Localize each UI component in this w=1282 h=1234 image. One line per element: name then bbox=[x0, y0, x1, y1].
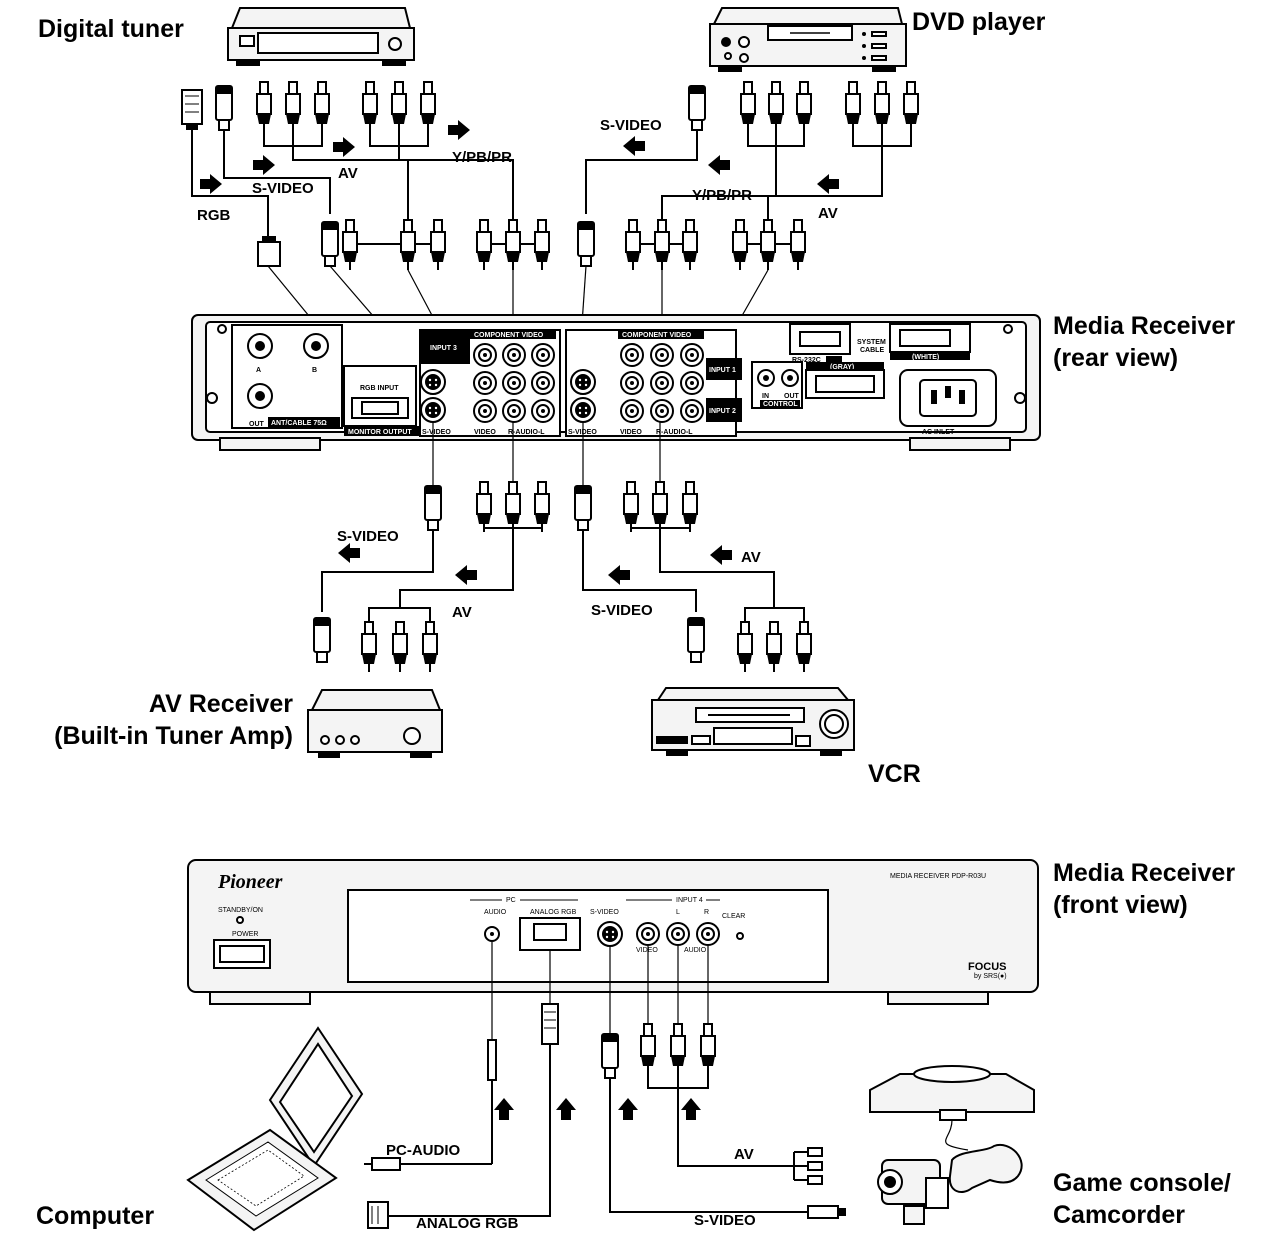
component-cable-label-tuner: Y/PB/PR bbox=[452, 149, 512, 166]
analog-rgb-cable-label: ANALOG RGB bbox=[416, 1215, 519, 1232]
pc-audio-cable-label: PC-AUDIO bbox=[386, 1142, 460, 1159]
svg-text:INPUT 1: INPUT 1 bbox=[709, 367, 736, 374]
av-receiver-icon bbox=[308, 690, 442, 758]
svg-text:L: L bbox=[676, 909, 680, 916]
svg-text:A: A bbox=[256, 367, 261, 374]
svg-text:R-AUDIO-L: R-AUDIO-L bbox=[656, 429, 693, 436]
svg-text:ANALOG RGB: ANALOG RGB bbox=[530, 909, 577, 916]
svg-text:SYSTEM: SYSTEM bbox=[857, 339, 886, 346]
svg-text:CONTROL: CONTROL bbox=[763, 401, 798, 408]
svg-text:S-VIDEO: S-VIDEO bbox=[422, 429, 451, 436]
rgb-cable-label: RGB bbox=[197, 207, 231, 224]
svg-text:CABLE: CABLE bbox=[860, 347, 884, 354]
component-cable-label-dvd: Y/PB/PR bbox=[692, 187, 752, 204]
computer-label: Computer bbox=[36, 1202, 154, 1230]
game-console-label-2: Camcorder bbox=[1053, 1201, 1185, 1229]
laptop-icon bbox=[188, 1028, 362, 1230]
media-receiver-rear-panel: A B OUT ANT/CABLE 75Ω RGB INPUT MONITOR … bbox=[192, 315, 1040, 450]
svg-text:MEDIA RECEIVER PDP-R03U: MEDIA RECEIVER PDP-R03U bbox=[890, 873, 986, 880]
av-cable-label-av: AV bbox=[452, 604, 472, 621]
av-cable-label-vcr: AV bbox=[741, 549, 761, 566]
svg-text:VIDEO: VIDEO bbox=[620, 429, 642, 436]
vcr-label: VCR bbox=[868, 760, 921, 788]
media-receiver-front-label-1: Media Receiver bbox=[1053, 859, 1235, 887]
svg-text:CLEAR: CLEAR bbox=[722, 913, 745, 920]
svg-text:COMPONENT VIDEO: COMPONENT VIDEO bbox=[622, 332, 692, 339]
svg-text:OUT: OUT bbox=[249, 421, 265, 428]
svideo-cable-label-av: S-VIDEO bbox=[337, 528, 399, 545]
svg-text:OUT: OUT bbox=[784, 393, 800, 400]
svg-text:IN: IN bbox=[762, 393, 769, 400]
svg-text:AUDIO: AUDIO bbox=[484, 909, 507, 916]
svg-text:RGB INPUT: RGB INPUT bbox=[360, 385, 399, 392]
media-receiver-front-label-2: (front view) bbox=[1053, 891, 1188, 919]
svg-text:STANDBY/ON: STANDBY/ON bbox=[218, 907, 263, 914]
svideo-cable-label-tuner: S-VIDEO bbox=[252, 180, 314, 197]
vcr-icon bbox=[652, 688, 854, 756]
digital-tuner-cables bbox=[182, 82, 549, 270]
svg-text:VIDEO: VIDEO bbox=[636, 947, 658, 954]
svg-text:INPUT 3: INPUT 3 bbox=[430, 345, 457, 352]
media-receiver-front-panel: Pioneer MEDIA RECEIVER PDP-R03U STANDBY/… bbox=[188, 860, 1038, 1004]
svideo-cable-label-dvd: S-VIDEO bbox=[600, 117, 662, 134]
camcorder-icon bbox=[878, 1160, 948, 1224]
dvd-player-icon bbox=[710, 8, 906, 72]
svg-text:Pioneer: Pioneer bbox=[217, 871, 283, 893]
svg-text:INPUT 4: INPUT 4 bbox=[676, 897, 703, 904]
svg-text:AC INLET: AC INLET bbox=[922, 429, 955, 436]
dvd-cables bbox=[578, 82, 918, 270]
dvd-player-label: DVD player bbox=[912, 8, 1046, 36]
svg-text:MONITOR OUTPUT: MONITOR OUTPUT bbox=[348, 429, 412, 436]
media-receiver-rear-label-2: (rear view) bbox=[1053, 344, 1178, 372]
svg-text:by SRS(●): by SRS(●) bbox=[974, 973, 1007, 980]
svg-text:FOCUS: FOCUS bbox=[968, 961, 1007, 973]
svg-text:(WHITE): (WHITE) bbox=[912, 354, 939, 361]
svg-text:R: R bbox=[704, 909, 709, 916]
svg-text:AUDIO: AUDIO bbox=[684, 947, 707, 954]
game-console-label-1: Game console/ bbox=[1053, 1169, 1231, 1197]
media-receiver-rear-label-1: Media Receiver bbox=[1053, 312, 1235, 340]
digital-tuner-label: Digital tuner bbox=[38, 15, 184, 43]
svideo-cable-label-vcr: S-VIDEO bbox=[591, 602, 653, 619]
av-cable-label-dvd: AV bbox=[818, 205, 838, 222]
svg-text:INPUT 2: INPUT 2 bbox=[709, 408, 736, 415]
svg-text:COMPONENT VIDEO: COMPONENT VIDEO bbox=[474, 332, 544, 339]
svg-text:B: B bbox=[312, 367, 317, 374]
bottom-rear-cables bbox=[314, 422, 811, 672]
av-receiver-label-2: (Built-in Tuner Amp) bbox=[54, 722, 293, 750]
svg-text:VIDEO: VIDEO bbox=[474, 429, 496, 436]
svg-text:PC: PC bbox=[506, 897, 516, 904]
av-cable-label-front: AV bbox=[734, 1146, 754, 1163]
svg-text:ANT/CABLE 75Ω: ANT/CABLE 75Ω bbox=[271, 420, 327, 427]
av-receiver-label-1: AV Receiver bbox=[149, 690, 293, 718]
svg-text:POWER: POWER bbox=[232, 931, 258, 938]
digital-tuner-icon bbox=[228, 8, 414, 66]
av-cable-label-tuner: AV bbox=[338, 165, 358, 182]
svg-text:S-VIDEO: S-VIDEO bbox=[590, 909, 619, 916]
svideo-cable-label-front: S-VIDEO bbox=[694, 1212, 756, 1229]
